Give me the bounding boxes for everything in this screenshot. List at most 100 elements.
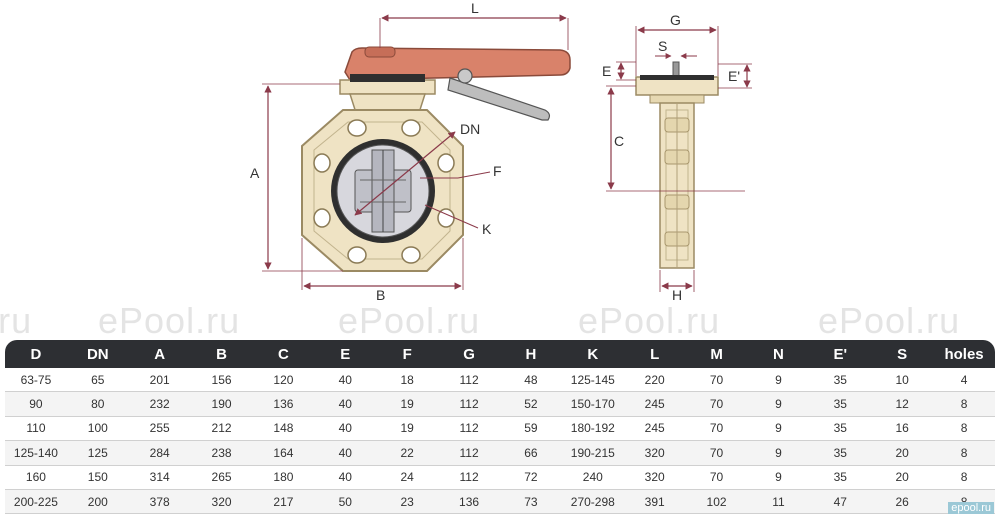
table-cell: 35: [809, 391, 872, 417]
table-cell: 320: [623, 440, 686, 466]
table-cell: 20: [871, 465, 934, 490]
table-cell: 70: [685, 440, 748, 466]
brand-logo: epool.ru: [948, 502, 994, 514]
table-cell: 65: [66, 368, 129, 393]
column-header: DN: [66, 340, 129, 368]
table-cell: 320: [623, 465, 686, 490]
table-cell: 112: [438, 391, 500, 417]
table-cell: 70: [685, 368, 748, 393]
table-cell: 265: [190, 465, 253, 490]
table-cell: 190: [190, 391, 253, 417]
column-header: S: [871, 340, 934, 368]
table-cell: 26: [871, 489, 934, 515]
table-cell: 4: [933, 368, 995, 393]
table-cell: 180: [252, 465, 315, 490]
table-cell: 190-215: [561, 440, 624, 466]
table-cell: 18: [376, 368, 439, 393]
table-cell: 40: [314, 465, 377, 490]
table-cell: 90: [5, 391, 67, 417]
table-cell: 9: [747, 465, 810, 490]
table-cell: 8: [933, 440, 995, 466]
table-cell: 70: [685, 391, 748, 417]
column-header: G: [438, 340, 500, 368]
table-cell: 150-170: [561, 391, 624, 417]
label-L: L: [471, 0, 479, 16]
table-cell: 9: [747, 440, 810, 466]
table-cell: 238: [190, 440, 253, 466]
column-header: D: [5, 340, 67, 368]
column-header: C: [252, 340, 315, 368]
table-cell: 47: [809, 489, 872, 515]
table-cell: 35: [809, 416, 872, 442]
table-cell: 8: [933, 391, 995, 417]
table-cell: 314: [128, 465, 191, 490]
handle-trigger: [447, 77, 551, 121]
table-cell: 320: [190, 489, 253, 515]
watermark: ePool.ru: [98, 300, 241, 341]
column-header: B: [190, 340, 253, 368]
table-cell: 20: [871, 440, 934, 466]
table-cell: 160: [5, 465, 67, 490]
table-cell: 35: [809, 465, 872, 490]
column-header: K: [561, 340, 624, 368]
label-C: C: [614, 133, 624, 149]
label-G: G: [670, 12, 681, 28]
label-H: H: [672, 287, 682, 300]
column-header: M: [685, 340, 748, 368]
table-cell: 9: [747, 368, 810, 393]
table-cell: 40: [314, 391, 377, 417]
table-cell: 136: [252, 391, 315, 417]
table-cell: 35: [809, 440, 872, 466]
table-cell: 245: [623, 391, 686, 417]
table-cell: 16: [871, 416, 934, 442]
table-header-row: D DN A B C E F G H K L M N E' S holes: [5, 340, 995, 368]
label-K: K: [482, 221, 492, 237]
table-cell: 120: [252, 368, 315, 393]
table-cell: 391: [623, 489, 686, 515]
watermark: ePool.ru: [338, 300, 481, 341]
table-cell: 12: [871, 391, 934, 417]
label-B: B: [376, 287, 385, 300]
front-view: DN F K L A B: [250, 0, 571, 300]
table-cell: 9: [747, 391, 810, 417]
table-cell: 284: [128, 440, 191, 466]
table-cell: 10: [871, 368, 934, 393]
table-cell: 148: [252, 416, 315, 442]
column-header: A: [128, 340, 191, 368]
table-cell: 378: [128, 489, 191, 515]
table-cell: 125: [66, 440, 129, 466]
table-cell: 19: [376, 416, 439, 442]
table-cell: 240: [561, 465, 624, 490]
table-cell: 270-298: [561, 489, 624, 515]
label-F: F: [493, 163, 502, 179]
table-cell: 8: [933, 465, 995, 490]
table-cell: 200: [66, 489, 129, 515]
table-cell: 212: [190, 416, 253, 442]
valve-drawing: DN F K L A B: [250, 0, 752, 300]
watermark: ePool.ru: [818, 300, 961, 341]
column-header: H: [500, 340, 562, 368]
table-cell: 11: [747, 489, 810, 515]
column-header: E: [314, 340, 377, 368]
column-header: F: [376, 340, 439, 368]
table-cell: 22: [376, 440, 439, 466]
table-cell: 112: [438, 465, 500, 490]
label-DN: DN: [460, 121, 480, 137]
table-cell: 40: [314, 416, 377, 442]
table-cell: 255: [128, 416, 191, 442]
table-cell: 73: [500, 489, 562, 515]
table-cell: 59: [500, 416, 562, 442]
column-header: L: [623, 340, 686, 368]
table-cell: 100: [66, 416, 129, 442]
table-cell: 112: [438, 368, 500, 393]
table-cell: 136: [438, 489, 500, 515]
table-cell: 23: [376, 489, 439, 515]
column-header: E': [809, 340, 872, 368]
table-cell: 8: [933, 416, 995, 442]
table-cell: 48: [500, 368, 562, 393]
table-cell: 102: [685, 489, 748, 515]
table-cell: 9: [747, 416, 810, 442]
